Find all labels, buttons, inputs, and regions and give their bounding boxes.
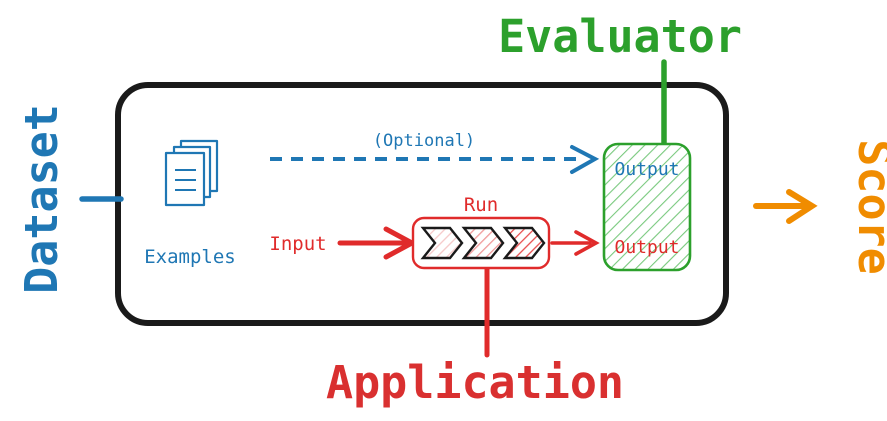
score-edge (753, 189, 818, 224)
output-label-application: Output (614, 237, 679, 258)
score-label: Score (848, 139, 887, 274)
run-label: Run (464, 194, 498, 216)
application-label: Application (326, 356, 624, 409)
input-label: Input (269, 233, 326, 255)
evaluator-label: Evaluator (498, 10, 742, 63)
document-stack-icon (164, 139, 219, 207)
evaluation-boundary (115, 82, 729, 326)
output-label-dataset: Output (614, 159, 679, 180)
input-edge (337, 226, 418, 260)
optional-edge (270, 145, 600, 174)
dataset-label: Dataset (15, 104, 68, 294)
examples-label: Examples (144, 246, 236, 268)
chevron-pipeline-icon (420, 226, 546, 260)
run-to-output-edge (550, 230, 600, 256)
optional-label: (Optional) (373, 131, 475, 151)
outputs-box (602, 142, 692, 272)
